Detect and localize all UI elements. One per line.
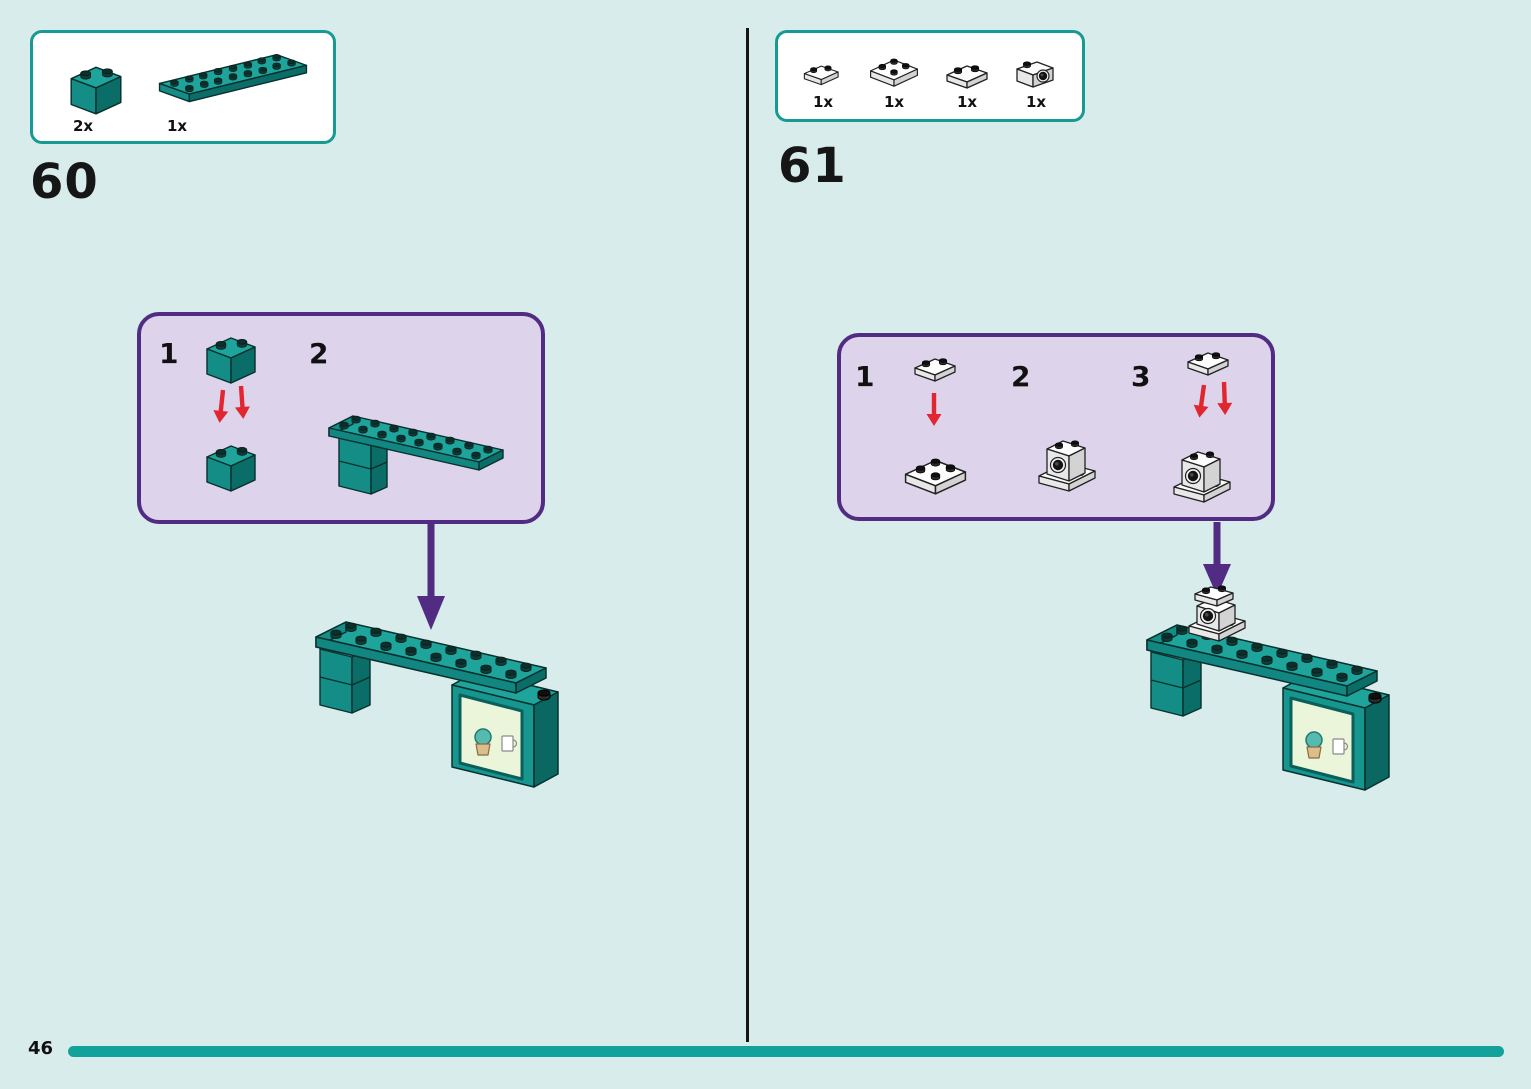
assembly-arrow-icon [1203,522,1231,596]
part-count-label: 1x [812,93,834,111]
column-divider [746,28,749,1042]
substep-1-plate-diagram [891,349,981,509]
step-60-subassembly-box: 1 2 [137,312,545,524]
substep-label: 1 [855,360,875,393]
white-plate-1x2-part-image [801,58,845,90]
part-count-label: 1x [1025,93,1047,111]
part-cell: 1x [867,50,921,111]
white-plate-2x2-part-image [867,50,921,90]
part-count-label: 2x [73,117,94,135]
step-60-number: 60 [30,154,99,210]
progress-bar [68,1046,1504,1057]
part-cell: 1x [1013,56,1059,111]
step-61-number: 61 [778,138,847,194]
part-cell: 1x [943,58,991,111]
step-61-assembly-image [1125,570,1410,810]
part-count-label: 1x [883,93,905,111]
part-count-label: 1x [956,93,978,111]
step-61-subassembly-box: 1 2 3 [837,333,1275,521]
teal-plate-2x8-part-image [158,54,308,103]
substep-3-stack-diagram [1156,345,1233,513]
substep-2-camera-diagram [1031,429,1111,499]
white-plate-1x2-studs-part-image [943,58,991,90]
substep-2-plate-diagram [328,415,504,495]
step-60-parts-callout: 2x 1x [30,30,336,144]
substep-label: 2 [1011,360,1031,393]
substep-label: 1 [159,337,179,370]
page-number: 46 [28,1038,54,1059]
substep-label: 3 [1131,360,1151,393]
part-count-label: 1x [167,117,188,135]
part-cell: 1x [801,58,845,111]
teal-brick-1x2-part-image [65,59,127,119]
substep-label: 2 [309,337,329,370]
substep-1-stack-diagram [189,330,279,502]
white-camera-part-image [1016,61,1054,88]
step-60-assembly-image [302,596,572,806]
step-61-parts-callout: 1x 1x 1x [775,30,1085,122]
assembly-arrow-icon [417,524,445,630]
